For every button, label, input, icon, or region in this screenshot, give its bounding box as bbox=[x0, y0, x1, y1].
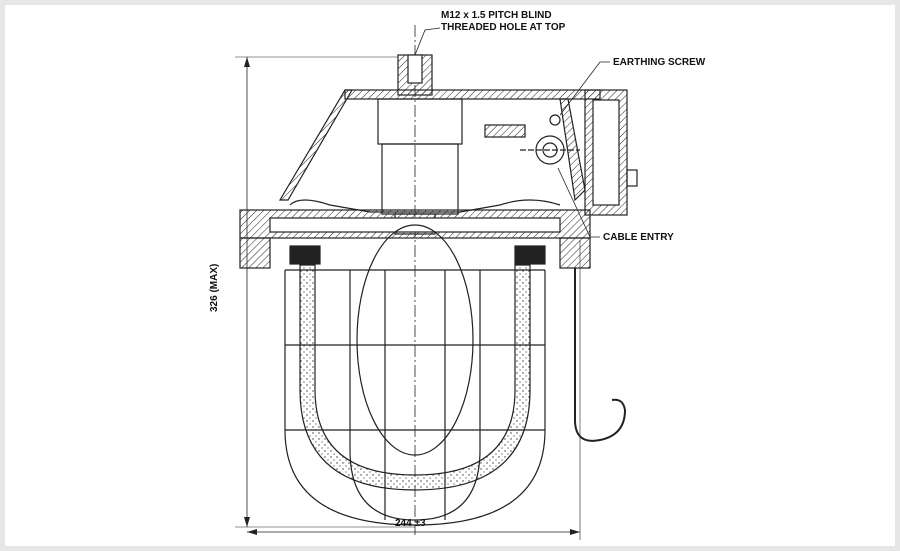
cable-entry-label: CABLE ENTRY bbox=[603, 232, 674, 243]
thread-note-line2: THREADED HOLE AT TOP bbox=[441, 22, 566, 33]
thread-note-line1: M12 x 1.5 PITCH BLIND bbox=[441, 10, 552, 21]
width-dimension-label: 244 ±3 bbox=[395, 518, 426, 529]
wire-guard bbox=[284, 269, 546, 526]
lamp-bulb bbox=[356, 224, 474, 456]
height-dimension-label: 326 (MAX) bbox=[209, 264, 220, 312]
top-plate bbox=[344, 89, 601, 100]
hanging-hook bbox=[574, 268, 627, 442]
earthing-screw-label: EARTHING SCREW bbox=[613, 57, 706, 68]
glass-globe bbox=[299, 264, 531, 491]
housing-side bbox=[278, 89, 354, 201]
lamp-holder bbox=[377, 98, 463, 145]
earthing-screw bbox=[549, 114, 561, 126]
